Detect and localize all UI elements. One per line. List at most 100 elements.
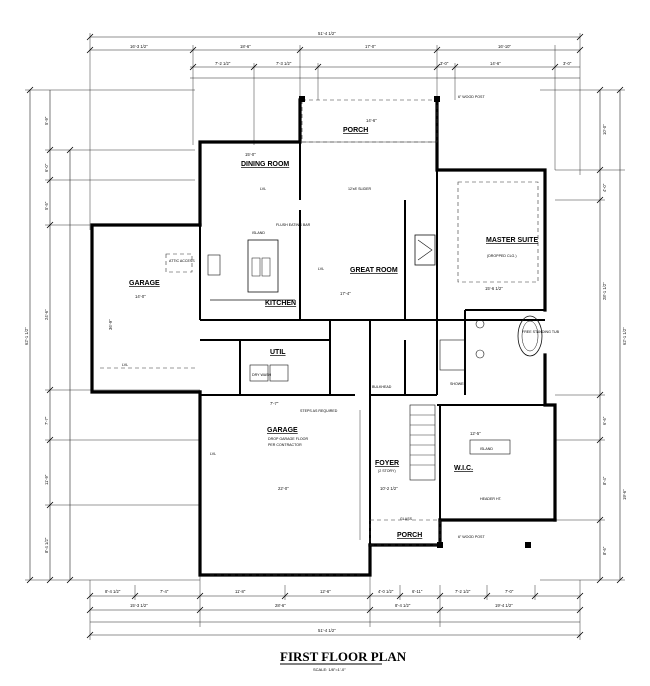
note-bulkhead: BULKHEAD	[372, 385, 392, 389]
note-wood-post-bottom: 6" WOOD POST	[458, 535, 485, 539]
dim-bottom-e: 4'-0 1/2"	[378, 589, 394, 594]
dim-left-g: 8'-4 1/2"	[44, 537, 49, 553]
dim-wic-width: 12'-5"	[470, 431, 481, 436]
kitchen-fixtures	[207, 239, 295, 301]
note-garage-2: PER CONTRACTOR	[268, 443, 302, 447]
dim-top-g: 3'-0"	[440, 61, 449, 66]
dim-right-d: 6'-6"	[602, 416, 607, 425]
dim-right-c: 28'-1 1/2"	[602, 282, 607, 300]
top-porch	[299, 96, 440, 143]
dim-dining-width: 15'-0"	[245, 152, 256, 157]
dim-right-a: 10'-0"	[602, 124, 607, 135]
dim-porch-width: 14'-6"	[366, 118, 377, 123]
dim-left-overall: 62'-1 1/2"	[24, 327, 29, 345]
left-dimension-lines	[25, 86, 200, 584]
note-attic-access: ATTIC ACCESS	[169, 259, 195, 263]
dim-top-e: 7'-2 1/2"	[215, 61, 231, 66]
dim-top-c: 17'-0"	[365, 44, 376, 49]
dim-top-d: 16'-10"	[498, 44, 512, 49]
note-slider: 12'x8' SLIDER	[348, 187, 372, 191]
dim-bottom-overall: 51'-4 1/2"	[318, 628, 336, 633]
note-flush-bar: FLUSH EATING BAR	[276, 223, 311, 227]
dim-top-f: 7'-3 1/2"	[276, 61, 292, 66]
dim-bottom-d: 12'-6"	[320, 589, 331, 594]
dim-top-i: 3'-0"	[563, 61, 572, 66]
room-label-dining: DINING ROOM	[241, 161, 289, 168]
dim-right-overall: 62'-1 1/2"	[622, 327, 627, 345]
drawing-scale: SCALE: 1/8"=1'-0"	[313, 667, 346, 672]
note-island-2: ISLAND	[480, 447, 493, 451]
dim-top-overall: 51'-4 1/2"	[318, 31, 336, 36]
dim-bottom-l: 19'-4 1/2"	[495, 603, 513, 608]
dim-left-b: 6'-0"	[44, 163, 49, 172]
master-fixtures	[439, 181, 543, 371]
note-lvl-2: LVL	[122, 363, 128, 367]
dim-right-g: 8'-6"	[602, 546, 607, 555]
room-label-garage-left: GARAGE	[129, 280, 160, 287]
dim-garage-left-height: 36'-9"	[108, 319, 113, 330]
note-island: ISLAND	[252, 231, 265, 235]
drawing-title: FIRST FLOOR PLAN	[280, 649, 407, 664]
room-label-foyer: FOYER	[375, 460, 399, 467]
dim-bottom-f: 6'-11"	[412, 589, 423, 594]
dim-util-width: 7'-7"	[270, 401, 279, 406]
dim-bottom-h: 7'-0"	[505, 589, 514, 594]
dim-bottom-i: 15'-3 1/2"	[130, 603, 148, 608]
dim-bottom-k: 8'-4 1/2"	[395, 603, 411, 608]
right-dimension-lines	[540, 86, 625, 584]
room-sub-foyer: (2 STORY)	[378, 469, 396, 473]
dim-top-h: 14'-6"	[490, 61, 501, 66]
dim-top-b: 18'-6"	[240, 44, 251, 49]
room-label-garage-main: GARAGE	[267, 427, 298, 434]
dim-right-e: 19'-6"	[622, 489, 627, 500]
dim-right-b: 4'-0"	[602, 183, 607, 192]
note-steps: STEPS AS REQUIRED	[300, 409, 338, 413]
note-lvl-3: LVL	[318, 267, 324, 271]
dim-top-a: 16'-3 1/2"	[130, 44, 148, 49]
dim-bottom-g: 7'-2 1/2"	[455, 589, 471, 594]
dim-garage-main-width: 22'-0"	[278, 486, 289, 491]
note-lvl-4: LVL	[210, 452, 216, 456]
dim-left-e: 7'-7"	[44, 416, 49, 425]
dim-bottom-j: 28'-6"	[275, 603, 286, 608]
exterior-walls	[90, 98, 557, 577]
dim-master-width: 15'-6 1/2"	[485, 286, 503, 291]
garage-main-outline	[210, 410, 361, 576]
note-dry-wash: DRY WASH	[252, 373, 272, 377]
dim-left-d: 24'-6"	[44, 309, 49, 320]
dim-left-f: 11'-9"	[44, 474, 49, 485]
bottom-dimension-lines	[86, 575, 584, 640]
dim-right-f: 8'-4"	[602, 476, 607, 485]
stairs	[409, 404, 436, 481]
room-label-porch-top: PORCH	[343, 127, 368, 134]
utility-fixtures	[249, 364, 289, 382]
garage-left-fixtures	[100, 253, 195, 369]
top-dimension-lines	[86, 33, 584, 230]
note-wood-post-top: 6" WOOD POST	[458, 95, 485, 99]
dim-left-c: 5'-5"	[44, 201, 49, 210]
dim-bottom-c: 11'-8"	[235, 589, 246, 594]
dim-great-room-width: 17'-4"	[340, 291, 351, 296]
room-label-master: MASTER SUITE	[486, 237, 538, 244]
dim-foyer-width: 10'-2 1/2"	[380, 486, 398, 491]
note-lvl-1: LVL	[260, 187, 266, 191]
room-sub-master: (DROPPED CLG.)	[487, 254, 517, 258]
room-label-wic: W.I.C.	[454, 465, 473, 472]
dim-bottom-b: 7'-4"	[160, 589, 169, 594]
note-glass: GLASS	[400, 517, 413, 521]
dim-bottom-a: 8'-4 1/2"	[105, 589, 121, 594]
dim-left-a: 5'-9"	[44, 116, 49, 125]
note-shower: SHOWER	[450, 382, 467, 386]
wic-island	[469, 439, 511, 455]
room-label-kitchen: KITCHEN	[265, 300, 296, 307]
room-label-util: UTIL	[270, 349, 286, 356]
room-label-great-room: GREAT ROOM	[350, 267, 398, 274]
room-label-porch-bottom: PORCH	[397, 532, 422, 539]
note-garage-1: DROP GARAGE FLOOR	[268, 437, 308, 441]
interior-walls	[199, 142, 545, 545]
bottom-porch	[369, 519, 531, 548]
note-free-tub: FREE STANDING TUB	[522, 330, 560, 334]
fireplace	[414, 234, 436, 266]
dim-garage-left-width: 14'-0"	[135, 294, 146, 299]
